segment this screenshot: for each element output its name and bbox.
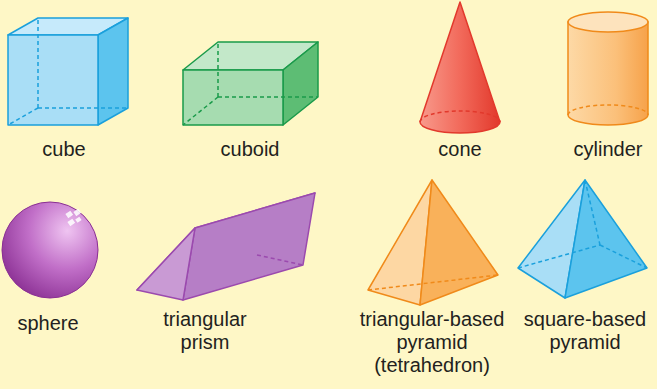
tetrahedron-figure (368, 180, 498, 305)
cylinder-figure (568, 12, 648, 125)
cone-figure (420, 2, 500, 133)
shape-label: triangular prism (145, 308, 265, 354)
cube-figure (8, 18, 128, 125)
square-pyramid-figure (518, 180, 647, 298)
shape-label: square-based pyramid (520, 308, 650, 354)
shape-label: cone (405, 138, 515, 161)
sphere-figure (2, 202, 98, 298)
cuboid-figure (183, 42, 318, 125)
triangular-prism-figure (137, 193, 315, 300)
shape-label: cube (9, 138, 119, 161)
shape-label: triangular-based pyramid (tetrahedron) (347, 308, 517, 377)
shape-label: cuboid (190, 138, 310, 161)
shape-label: sphere (3, 312, 93, 335)
shape-label: cylinder (563, 138, 653, 161)
